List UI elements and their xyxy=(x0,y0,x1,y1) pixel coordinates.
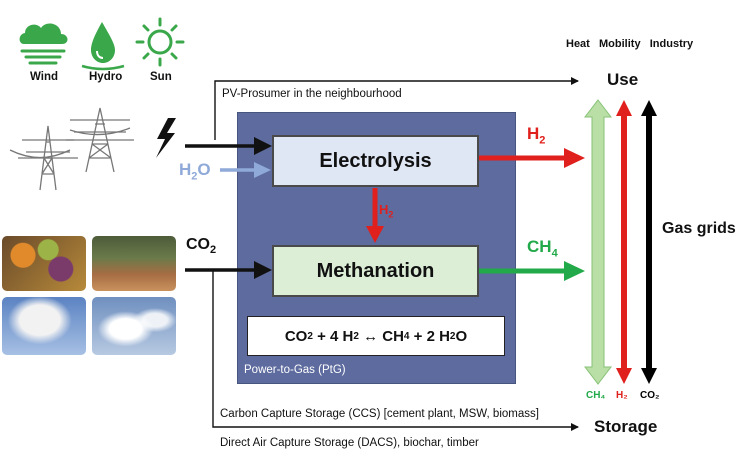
use-header-row: Heat Mobility Industry xyxy=(566,38,693,50)
power-arrow xyxy=(254,137,272,155)
wind-cloud-icon xyxy=(19,23,68,65)
h2-internal-arrow xyxy=(366,226,384,243)
smokestack-photo xyxy=(2,297,86,355)
sky-clouds-photo xyxy=(92,297,176,355)
grid-label-h2: H₂ xyxy=(616,390,628,401)
use-label: Use xyxy=(607,70,639,89)
electrolysis-box: Electrolysis xyxy=(272,135,479,187)
ch4-output-label: CH4 xyxy=(527,237,558,260)
h2-output-label: H2 xyxy=(527,124,546,147)
source-label-sun: Sun xyxy=(150,71,172,83)
organic-waste-photo xyxy=(2,236,86,291)
water-drop-icon xyxy=(81,22,125,71)
prosumer-line xyxy=(214,77,579,140)
power-pylon-icon xyxy=(9,107,134,191)
h2-grid-arrow xyxy=(616,100,632,384)
grid-label-ch4: CH₄ xyxy=(586,390,606,401)
grid-label-co2: CO₂ xyxy=(640,390,660,401)
ch4-grid-arrow xyxy=(583,99,613,385)
header-mobility: Mobility xyxy=(599,38,641,50)
sun-icon xyxy=(135,17,185,67)
wood-biomass-photo xyxy=(92,236,176,291)
storage-label: Storage xyxy=(594,417,658,436)
h2-internal-label: H2 xyxy=(379,202,394,220)
header-industry: Industry xyxy=(649,38,694,50)
source-label-wind: Wind xyxy=(30,71,58,83)
h2-output-arrow xyxy=(564,148,585,168)
co2-arrow xyxy=(254,261,272,279)
co2-input-label: CO2 xyxy=(186,236,217,257)
energy-source-icons xyxy=(19,17,185,71)
ptg-label: Power-to-Gas (PtG) xyxy=(244,364,346,376)
electrolysis-label: Electrolysis xyxy=(319,149,432,172)
water-label: H2O xyxy=(179,160,211,183)
co2-grid-arrow xyxy=(641,100,657,384)
gas-grids-label: Gas grids xyxy=(662,220,736,237)
lightning-icon xyxy=(156,118,176,158)
methanation-box: Methanation xyxy=(272,245,479,297)
dacs-label: Direct Air Capture Storage (DACS), bioch… xyxy=(220,437,479,449)
ccs-label: Carbon Capture Storage (CCS) [cement pla… xyxy=(220,408,539,420)
methanation-label: Methanation xyxy=(316,259,435,282)
water-arrow xyxy=(254,162,271,178)
ch4-output-arrow xyxy=(564,261,585,281)
header-heat: Heat xyxy=(566,38,590,50)
storage-line xyxy=(212,270,579,431)
source-label-hydro: Hydro xyxy=(89,71,123,83)
prosumer-label: PV-Prosumer in the neighbourhood xyxy=(222,88,402,100)
